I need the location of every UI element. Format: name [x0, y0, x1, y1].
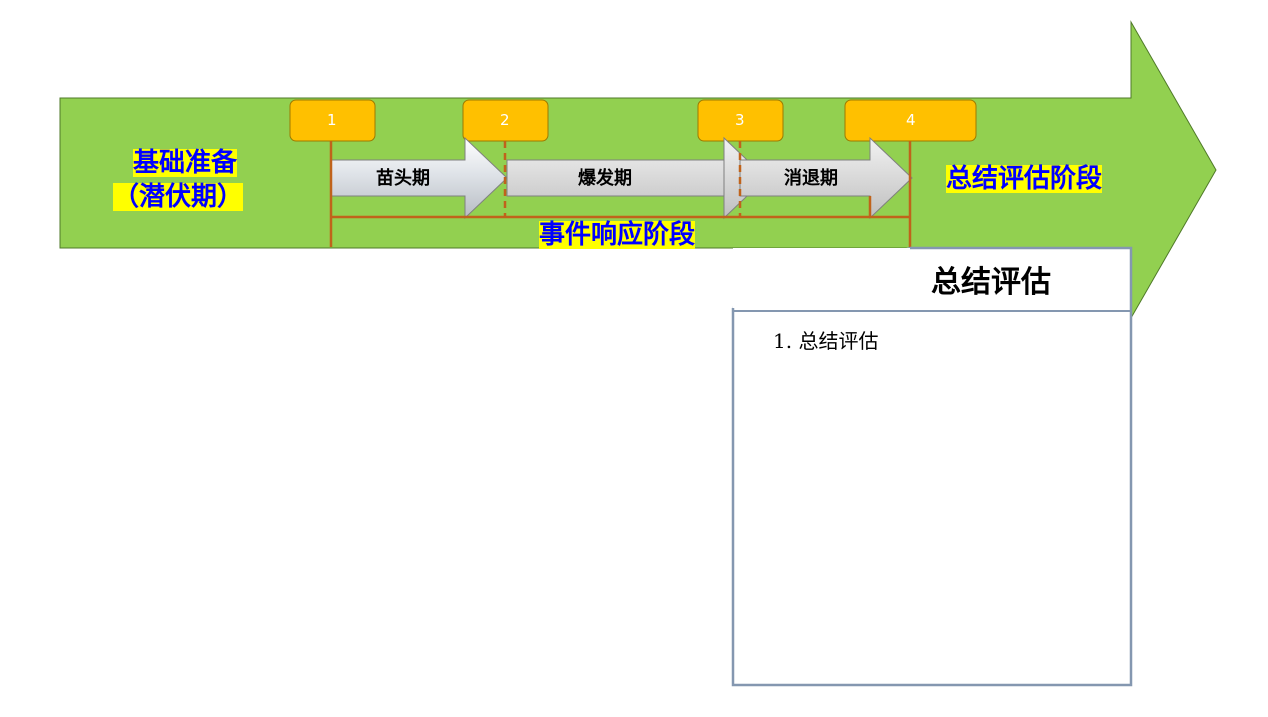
milestone-number-2: 2 [500, 111, 510, 129]
response-bracket [329, 141, 912, 247]
callout-border [731, 246, 1133, 687]
summary-stage-label: 总结评估阶段 [946, 164, 1103, 194]
phase-label-2: 爆发期 [578, 168, 632, 189]
milestone-number-4: 4 [906, 111, 916, 129]
response-stage-label: 事件响应阶段 [539, 220, 696, 250]
milestone-number-1: 1 [327, 111, 337, 129]
callout-title: 总结评估 [931, 265, 1051, 300]
phase-label-3: 消退期 [784, 168, 838, 189]
prep-stage-label-line1: 基础准备 [133, 148, 238, 178]
phase-arrow-3 [739, 136, 913, 220]
milestone-box-1 [289, 99, 376, 142]
prep-stage-label-line2: （潜伏期） [113, 182, 244, 212]
phase-label-1: 苗头期 [376, 168, 430, 189]
callout-item-1: 1. 总结评估 [773, 329, 879, 353]
callout-box [733, 248, 1131, 685]
phase-arrow-1 [330, 136, 508, 220]
milestone-number-3: 3 [735, 111, 745, 129]
